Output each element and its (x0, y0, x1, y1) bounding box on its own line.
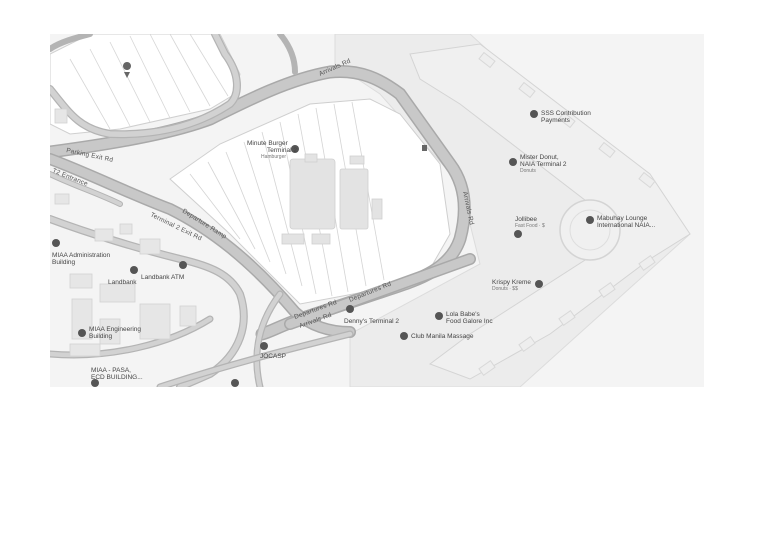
terminal-building-outline (409, 43, 691, 380)
central-buildings (281, 153, 383, 245)
map-view[interactable]: Arrivals Rd Arrivals Rd Arrivals Rd Depa… (50, 34, 704, 387)
parking-lot-north (50, 34, 241, 135)
parking-stripes-north (69, 34, 229, 130)
southwest-buildings (54, 108, 197, 357)
jetway-segments (478, 51, 656, 376)
map-canvas[interactable]: Arrivals Rd Arrivals Rd Arrivals Rd Depa… (50, 34, 704, 387)
mabuhay-rotunda (559, 199, 621, 261)
